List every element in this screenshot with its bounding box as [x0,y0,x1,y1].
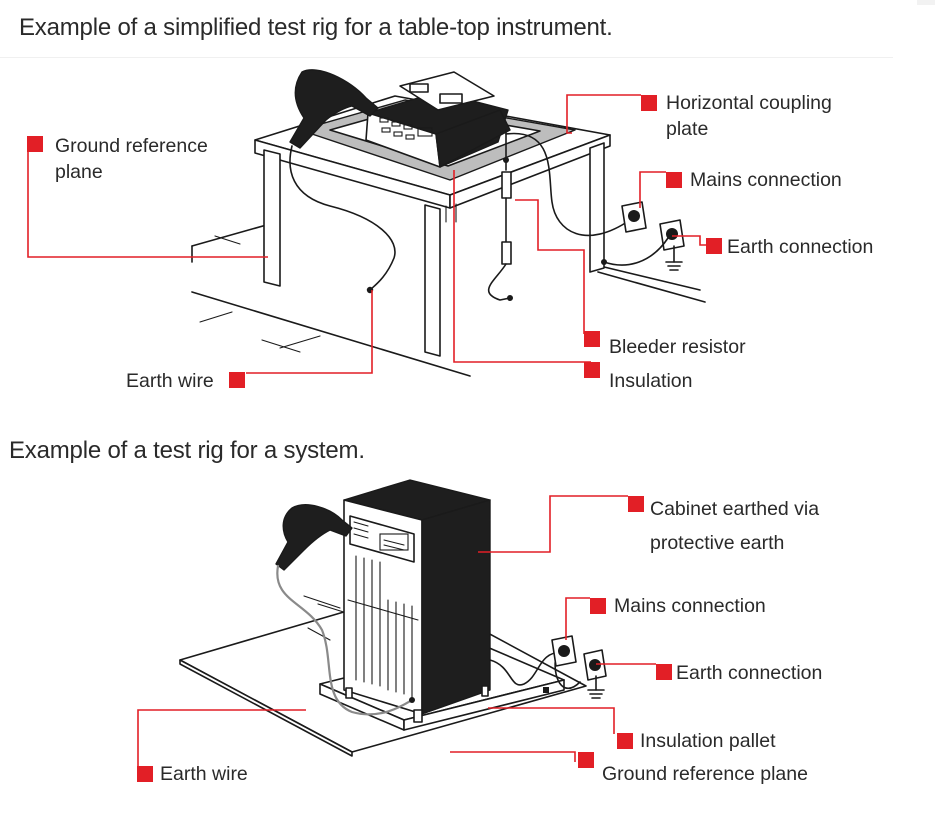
label-line: Cabinet earthed via [650,498,820,520]
ground-reference-plane-drawing-1 [191,223,706,377]
mains-cable-and-sockets-1 [487,129,685,301]
label-cabinet-earthed: Cabinet earthed via protective earth [650,492,819,560]
marker-ground-reference-plane-1 [27,136,43,152]
instrument-drawing [365,71,511,168]
label-insulation-pallet: Insulation pallet [640,730,776,752]
marker-ground-reference-plane-2 [578,752,594,768]
label-markers-1 [27,95,722,388]
label-earth-wire-2: Earth wire [160,763,248,785]
page-corner-decoration [917,0,935,5]
label-line: plate [666,118,709,140]
leader-lines-2 [137,495,656,774]
label-earth-connection-1: Earth connection [727,236,874,258]
label-horizontal-coupling-plate: Horizontal coupling plate [666,90,832,142]
label-line: Horizontal coupling [666,92,832,114]
marker-insulation-pallet [617,733,633,749]
label-markers-2 [137,496,672,782]
marker-earth-connection-1 [706,238,722,254]
marker-insulation [584,362,600,378]
label-mains-connection-2: Mains connection [614,595,766,617]
label-ground-reference-plane-2: Ground reference plane [602,763,808,785]
mains-cable-and-sockets-2 [489,635,607,699]
marker-earth-wire-1 [229,372,245,388]
marker-mains-connection-1 [666,172,682,188]
label-mains-connection-1: Mains connection [690,169,842,191]
diagram1-title: Example of a simplified test rig for a t… [19,14,613,41]
marker-mains-connection-2 [590,598,606,614]
cabinet-drawing [343,479,491,723]
label-insulation: Insulation [609,370,693,392]
marker-horizontal-coupling-plate [641,95,657,111]
marker-bleeder-resistor [584,331,600,347]
esd-gun-drawing-2 [275,504,415,716]
label-bleeder-resistor: Bleeder resistor [609,336,746,358]
label-line: Ground reference [55,135,208,157]
marker-earth-connection-2 [656,664,672,680]
esd-gun-drawing-1 [289,69,396,294]
label-ground-reference-plane-1: Ground reference plane [55,133,208,185]
title-divider [0,57,893,58]
marker-cabinet-earthed [628,496,644,512]
label-line: plane [55,161,103,183]
diagram2-title: Example of a test rig for a system. [9,437,365,464]
label-line: protective earth [650,532,785,554]
marker-earth-wire-2 [137,766,153,782]
label-earth-wire-1: Earth wire [126,370,214,392]
label-earth-connection-2: Earth connection [676,662,823,684]
